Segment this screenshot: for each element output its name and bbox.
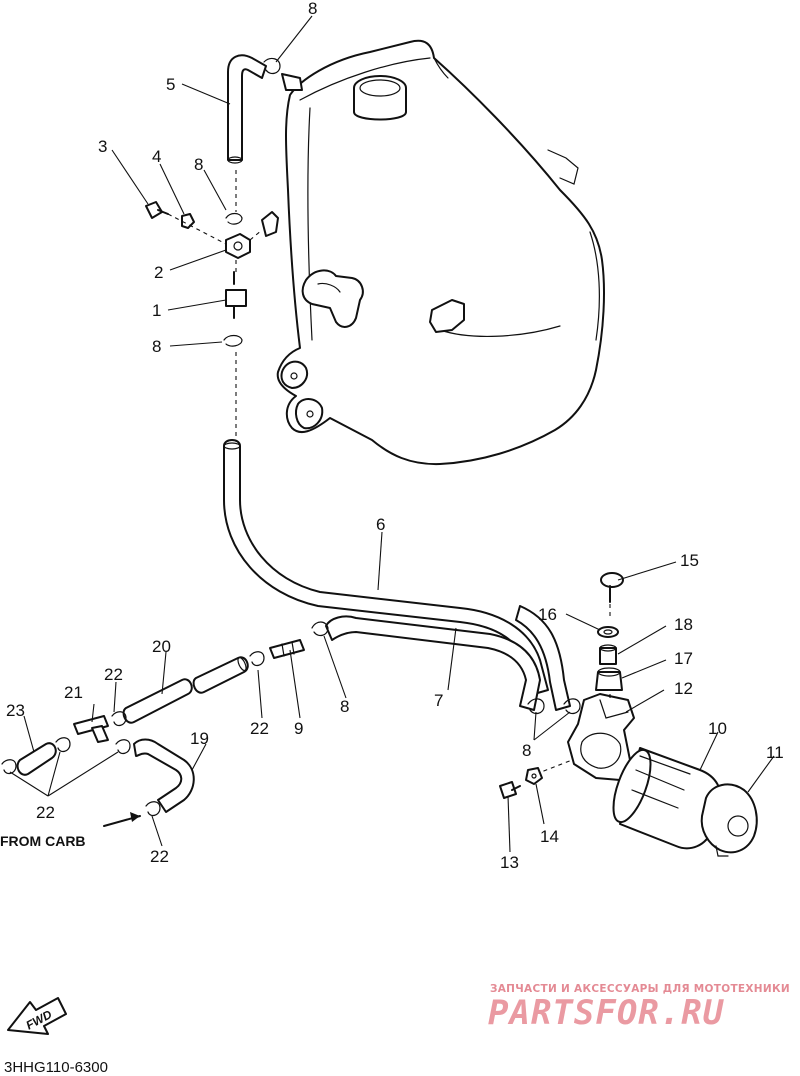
hose-19 xyxy=(133,738,195,813)
fuel-hose-6 xyxy=(223,439,549,695)
callout-12: 12 xyxy=(674,679,693,698)
hose-20 xyxy=(122,656,249,724)
callout-2: 2 xyxy=(154,263,163,282)
fitting-9 xyxy=(269,639,305,659)
callout-22: 22 xyxy=(36,803,55,822)
clip-8-third xyxy=(223,334,243,347)
from-carb-label: FROM CARB xyxy=(0,833,86,849)
callout-8: 8 xyxy=(308,0,317,18)
callout-8: 8 xyxy=(152,337,161,356)
clip-8-top xyxy=(263,57,281,75)
callout-21: 21 xyxy=(64,683,83,702)
nut-4 xyxy=(181,213,195,229)
clip-8-pump xyxy=(527,698,581,715)
callout-16: 16 xyxy=(538,605,557,624)
callout-18: 18 xyxy=(674,615,693,634)
callout-14: 14 xyxy=(540,827,559,846)
callout-22: 22 xyxy=(250,719,269,738)
bracket-2 xyxy=(225,233,251,259)
callout-22: 22 xyxy=(104,665,123,684)
part-code: 3HHG110-6300 xyxy=(4,1059,108,1076)
watermark-tagline: ЗАПЧАСТИ И АКСЕССУАРЫ ДЛЯ МОТОТЕХНИКИ xyxy=(490,983,790,995)
callout-23: 23 xyxy=(6,701,25,720)
bolt-15 xyxy=(600,572,624,603)
clip-8-hose xyxy=(311,621,329,637)
hose-23 xyxy=(16,742,57,776)
callout-9: 9 xyxy=(294,719,303,738)
guide-line-bracket xyxy=(167,213,263,245)
fwd-arrow-badge: FWD xyxy=(7,997,67,1035)
watermark: ЗАПЧАСТИ И АКСЕССУАРЫ ДЛЯ МОТОТЕХНИКИ PA… xyxy=(488,983,790,1033)
callout-19: 19 xyxy=(190,729,209,748)
callout-8: 8 xyxy=(340,697,349,716)
callout-7: 7 xyxy=(434,691,443,710)
fuel-valve-1 xyxy=(225,271,247,319)
callout-11: 11 xyxy=(766,743,784,762)
callout-13: 13 xyxy=(500,853,519,872)
bolt-3 xyxy=(145,201,169,219)
damper-17 xyxy=(595,667,623,691)
callout-6: 6 xyxy=(376,515,385,534)
callouts: 8 5 3 4 8 2 1 8 6 15 16 18 17 20 22 7 12… xyxy=(6,0,784,872)
callout-8: 8 xyxy=(522,741,531,760)
callout-8: 8 xyxy=(194,155,203,174)
watermark-brand: PARTSFOR.RU xyxy=(488,993,725,1033)
fuel-pump-10 xyxy=(612,747,722,850)
washer-16 xyxy=(597,626,619,638)
callout-20: 20 xyxy=(152,637,171,656)
t-fitting-21 xyxy=(73,715,109,743)
breather-hose-5 xyxy=(227,54,267,164)
callout-10: 10 xyxy=(708,719,727,738)
nut-14 xyxy=(525,767,543,785)
callout-5: 5 xyxy=(166,75,175,94)
bolt-13 xyxy=(499,781,521,799)
clips-22 xyxy=(1,651,265,817)
callout-22: 22 xyxy=(150,847,169,866)
callout-1: 1 xyxy=(152,301,161,320)
clip-8-second xyxy=(225,212,243,225)
callout-3: 3 xyxy=(98,137,107,156)
callout-17: 17 xyxy=(674,649,693,668)
callout-4: 4 xyxy=(152,147,161,166)
collar-18 xyxy=(599,644,617,665)
leader-lines xyxy=(9,15,775,853)
guide-line-bracket-pump xyxy=(535,604,611,775)
fuel-tank xyxy=(261,39,605,466)
callout-15: 15 xyxy=(680,551,699,570)
pump-cap-11 xyxy=(700,783,758,857)
fuel-hose-7 xyxy=(325,605,571,711)
from-carb-arrow xyxy=(103,812,141,827)
